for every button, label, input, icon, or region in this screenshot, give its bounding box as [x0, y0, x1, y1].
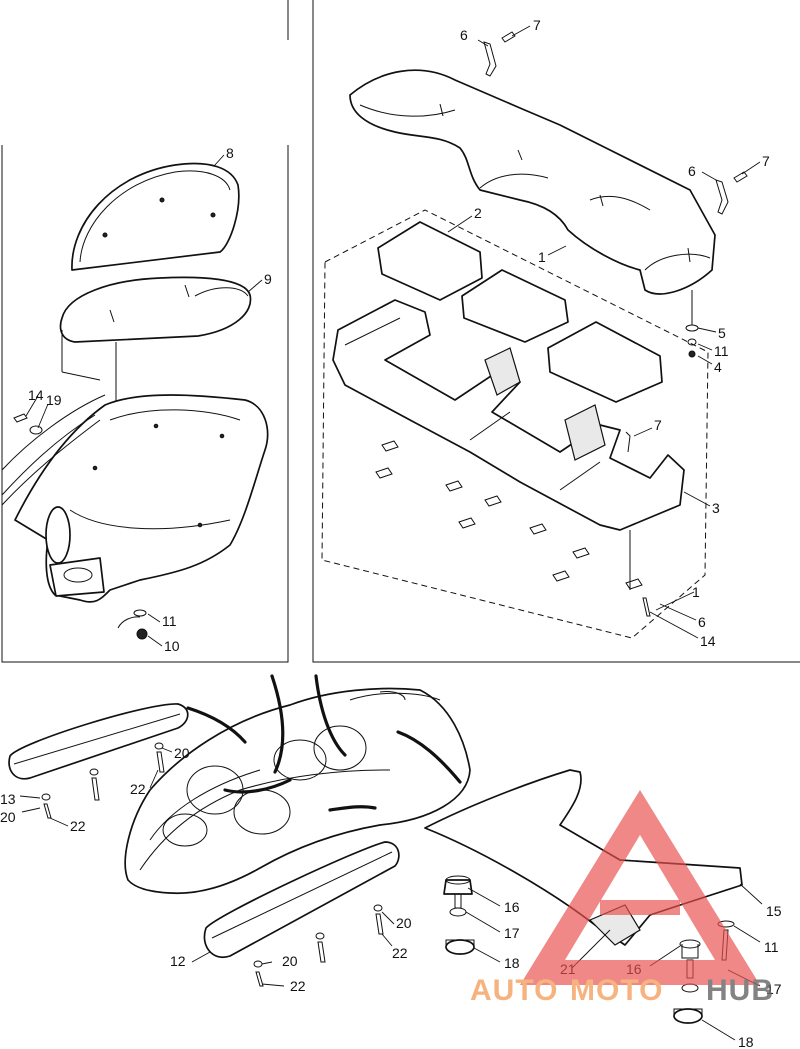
watermark-text-hub: HUB [706, 974, 774, 1007]
armrest-13 [8, 703, 189, 780]
callout-18: 18 [504, 955, 520, 971]
callout-17: 17 [504, 925, 520, 941]
seat-base-frame [349, 69, 716, 295]
callout-1: 1 [538, 249, 546, 265]
backrest-8 [71, 162, 240, 271]
callout-20: 20 [282, 953, 298, 969]
seat-cushion-2a [377, 221, 483, 301]
callout-17: 17 [766, 981, 782, 997]
callout-labels: 6 7 6 7 2 1 5 11 4 7 3 1 6 14 8 9 14 19 … [0, 17, 782, 1049]
rear-seat-assembly [1, 154, 269, 647]
seat-frame-3 [332, 299, 685, 531]
callout-7: 7 [654, 417, 662, 433]
callout-20: 20 [0, 809, 16, 825]
callout-13: 13 [0, 791, 16, 807]
seat-base-assembly [321, 25, 761, 639]
callout-15: 15 [766, 903, 782, 919]
callout-7: 7 [762, 153, 770, 169]
callout-22: 22 [130, 781, 146, 797]
callout-12: 12 [170, 953, 186, 969]
callout-14: 14 [28, 387, 44, 403]
mounts-left [443, 875, 475, 955]
callout-20: 20 [396, 915, 412, 931]
watermark-text-auto: AUTO [470, 974, 558, 1007]
panel-frames [1, 0, 800, 663]
callout-1: 1 [692, 584, 700, 600]
callout-14: 14 [700, 633, 716, 649]
callout-3: 3 [712, 500, 720, 516]
watermark-triangle-logo [520, 790, 760, 985]
leaders-top [447, 25, 761, 639]
callout-16: 16 [504, 899, 520, 915]
callout-11: 11 [764, 939, 779, 955]
callout-22: 22 [392, 945, 408, 961]
callout-11: 11 [714, 343, 729, 359]
callout-2: 2 [474, 205, 482, 221]
leaders-bottom [19, 747, 763, 1041]
callout-4: 4 [714, 359, 722, 375]
callout-6: 6 [698, 614, 706, 630]
armrest-12 [203, 841, 400, 959]
callout-6: 6 [688, 163, 696, 179]
mounts-right [673, 920, 735, 1024]
callout-18: 18 [738, 1034, 754, 1049]
callout-8: 8 [226, 145, 234, 161]
callout-5: 5 [718, 325, 726, 341]
callout-22: 22 [290, 978, 306, 994]
callout-20: 20 [174, 745, 190, 761]
callout-11: 11 [162, 613, 177, 629]
seat-cushion-9 [59, 276, 252, 343]
callout-6: 6 [460, 27, 468, 43]
callout-10: 10 [164, 638, 180, 654]
callout-19: 19 [46, 392, 62, 408]
clips [375, 440, 643, 590]
callout-7: 7 [533, 17, 541, 33]
callout-22: 22 [70, 818, 86, 834]
deck-hull [124, 687, 471, 895]
automotohub-watermark: AUTO MOTO HUB [470, 790, 774, 1007]
watermark-text-moto: MOTO [570, 974, 663, 1007]
hull-section [14, 394, 269, 603]
callout-9: 9 [264, 271, 272, 287]
seat-cushion-2b [461, 269, 569, 343]
seat-cushion-2c [547, 321, 663, 403]
